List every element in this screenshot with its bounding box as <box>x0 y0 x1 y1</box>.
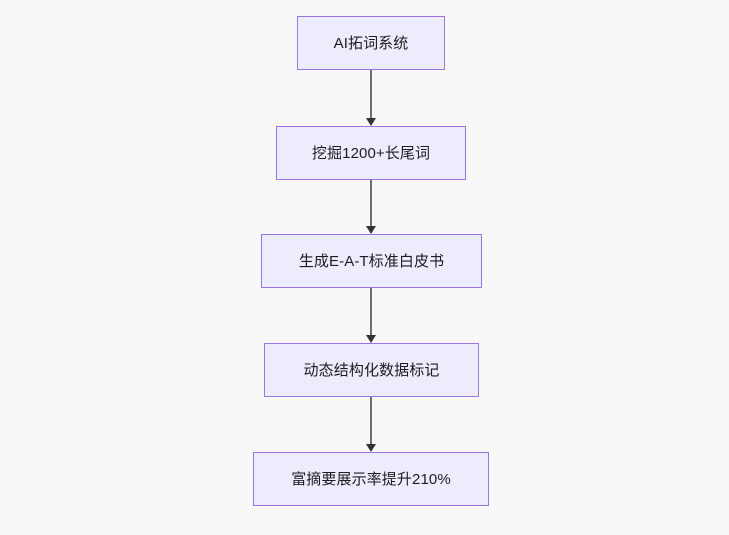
flow-arrow-n1-to-n2 <box>364 180 378 234</box>
arrow-head-icon <box>366 335 376 343</box>
flow-node-generate-eat-whitepaper[interactable]: 生成E-A-T标准白皮书 <box>261 234 482 288</box>
arrow-stem <box>370 180 372 227</box>
flow-arrow-n2-to-n3 <box>364 288 378 343</box>
arrow-stem <box>370 288 372 336</box>
flow-arrow-n0-to-n1 <box>364 70 378 126</box>
arrow-head-icon <box>366 118 376 126</box>
arrow-stem <box>370 70 372 119</box>
flow-node-label: 富摘要展示率提升210% <box>291 470 451 488</box>
arrow-stem <box>370 397 372 445</box>
flow-node-dynamic-structured-data-markup[interactable]: 动态结构化数据标记 <box>264 343 479 397</box>
flow-node-label: 挖掘1200+长尾词 <box>311 144 431 162</box>
flow-node-label: 动态结构化数据标记 <box>303 361 440 379</box>
flow-node-label: AI拓词系统 <box>333 34 409 52</box>
flow-node-mine-longtail-keywords[interactable]: 挖掘1200+长尾词 <box>276 126 466 180</box>
flow-arrow-n3-to-n4 <box>364 397 378 452</box>
arrow-head-icon <box>366 444 376 452</box>
flow-node-label: 生成E-A-T标准白皮书 <box>298 252 445 270</box>
flow-node-ai-keyword-system[interactable]: AI拓词系统 <box>297 16 445 70</box>
arrow-head-icon <box>366 226 376 234</box>
flow-node-rich-snippet-impression-uplift[interactable]: 富摘要展示率提升210% <box>253 452 489 506</box>
